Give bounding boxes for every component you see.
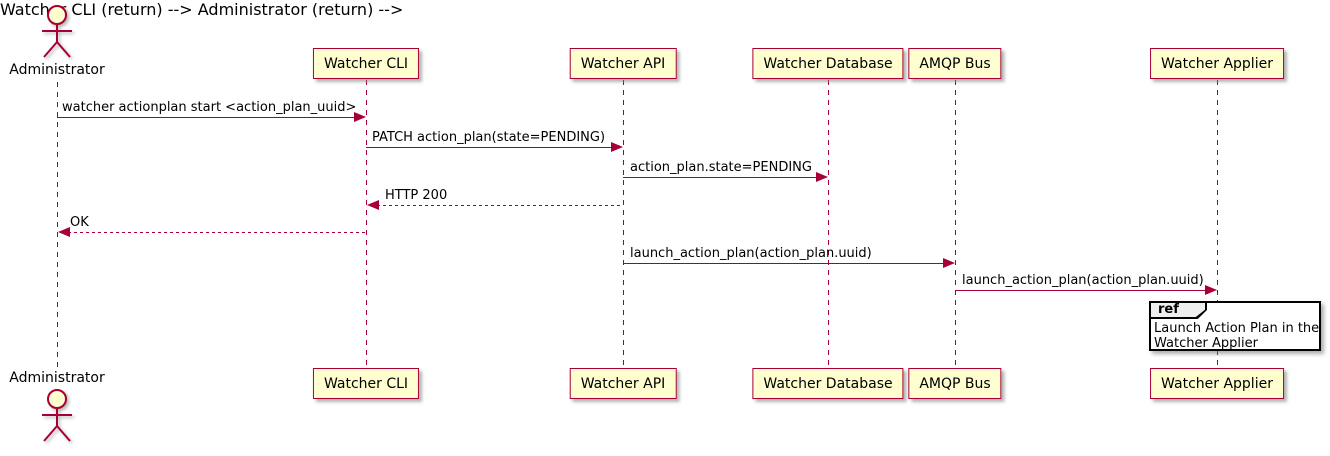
message-line-1 xyxy=(57,117,355,118)
lifeline-administrator xyxy=(57,82,58,370)
message-label-ok: OK xyxy=(70,215,89,230)
message-line-6 xyxy=(623,263,944,264)
lifeline-watcher-cli xyxy=(366,80,367,368)
arrowhead-right-icon xyxy=(816,172,828,182)
participant-watcher-applier-top: Watcher Applier xyxy=(1150,48,1284,79)
message-label-start-actionplan: watcher actionplan start <action_plan_uu… xyxy=(62,100,357,115)
ref-fragment-text-line1: Launch Action Plan in the xyxy=(1154,321,1320,336)
lifeline-watcher-database xyxy=(828,80,829,368)
ref-fragment-tab-fill xyxy=(1151,303,1205,317)
message-line-7 xyxy=(955,290,1206,291)
message-line-3 xyxy=(623,177,817,178)
actor-label-administrator-bottom: Administrator xyxy=(9,370,105,386)
lifeline-watcher-api xyxy=(623,80,624,368)
participant-watcher-api-top: Watcher API xyxy=(569,48,677,79)
message-line-4 xyxy=(377,205,623,206)
actor-label-administrator-top: Administrator xyxy=(9,62,105,78)
participant-watcher-applier-bottom: Watcher Applier xyxy=(1150,368,1284,399)
ref-fragment-tab xyxy=(1149,301,1207,319)
arrowhead-left-icon xyxy=(367,200,379,210)
arrowhead-right-icon xyxy=(943,258,955,268)
participant-amqp-bus-top: AMQP Bus xyxy=(908,48,1002,79)
arrowhead-right-icon xyxy=(354,112,366,122)
message-label-http-200: HTTP 200 xyxy=(385,188,448,203)
participant-watcher-api-bottom: Watcher API xyxy=(569,368,677,399)
message-label-state-pending: action_plan.state=PENDING xyxy=(630,160,812,175)
arrowhead-right-icon xyxy=(1205,285,1217,295)
arrowhead-right-icon xyxy=(611,142,623,152)
participant-watcher-cli-top: Watcher CLI xyxy=(312,48,420,79)
participant-watcher-database-top: Watcher Database xyxy=(752,48,904,79)
administrator-actor-icon xyxy=(42,389,72,442)
message-line-5 xyxy=(68,232,366,233)
ref-fragment-tag: ref xyxy=(1158,302,1179,317)
participant-amqp-bus-bottom: AMQP Bus xyxy=(908,368,1002,399)
lifeline-watcher-applier xyxy=(1217,80,1218,368)
message-label-launch-action-plan-applier: launch_action_plan(action_plan.uuid) xyxy=(962,273,1204,288)
participant-watcher-database-bottom: Watcher Database xyxy=(752,368,904,399)
ref-fragment-text-line2: Watcher Applier xyxy=(1154,336,1258,351)
ref-fragment xyxy=(1149,301,1321,351)
message-label-launch-action-plan-amqp: launch_action_plan(action_plan.uuid) xyxy=(630,246,872,261)
participant-watcher-cli-bottom: Watcher CLI xyxy=(312,368,420,399)
lifeline-amqp-bus xyxy=(955,80,956,368)
message-line-2 xyxy=(366,147,612,148)
message-label-patch-action-plan: PATCH action_plan(state=PENDING) xyxy=(372,130,606,145)
arrowhead-left-icon xyxy=(58,227,70,237)
administrator-actor-icon xyxy=(42,5,72,58)
